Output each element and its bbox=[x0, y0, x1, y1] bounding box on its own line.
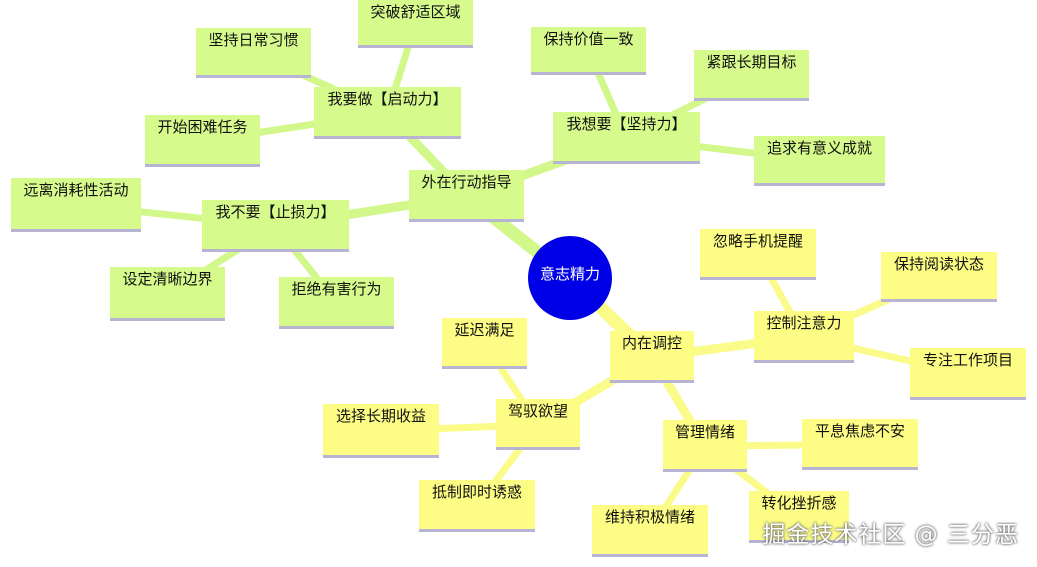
leaf-calm-anxiety[interactable]: 平息焦虑不安 bbox=[802, 419, 918, 470]
leaf-clear-boundaries[interactable]: 设定清晰边界 bbox=[110, 267, 225, 321]
leaf-daily-habits[interactable]: 坚持日常习惯 bbox=[196, 28, 311, 78]
node-want-to-do[interactable]: 我要做【启动力】 bbox=[314, 87, 461, 139]
leaf-transform-frustration[interactable]: 转化挫折感 bbox=[749, 491, 849, 543]
leaf-meaningful-achievement[interactable]: 追求有意义成就 bbox=[754, 136, 885, 186]
node-manage-emotions[interactable]: 管理情绪 bbox=[663, 420, 747, 472]
leaf-difficult-tasks[interactable]: 开始困难任务 bbox=[145, 115, 260, 167]
node-master-desire[interactable]: 驾驭欲望 bbox=[496, 399, 580, 450]
leaf-value-consistency[interactable]: 保持价值一致 bbox=[531, 27, 646, 75]
leaf-long-term-gains[interactable]: 选择长期收益 bbox=[323, 404, 439, 458]
leaf-reading-state[interactable]: 保持阅读状态 bbox=[881, 252, 997, 302]
leaf-focus-work[interactable]: 专注工作项目 bbox=[910, 348, 1026, 400]
leaf-refuse-harmful[interactable]: 拒绝有害行为 bbox=[279, 277, 394, 329]
node-do-not-want[interactable]: 我不要【止损力】 bbox=[202, 200, 349, 252]
root-node[interactable]: 意志精力 bbox=[528, 236, 612, 320]
leaf-avoid-draining[interactable]: 远离消耗性活动 bbox=[11, 178, 141, 232]
leaf-ignore-phone[interactable]: 忽略手机提醒 bbox=[700, 229, 816, 280]
branch-external-action[interactable]: 外在行动指导 bbox=[409, 170, 524, 222]
leaf-delay-gratification[interactable]: 延迟满足 bbox=[442, 318, 527, 369]
leaf-long-term-goals[interactable]: 紧跟长期目标 bbox=[694, 50, 809, 101]
watermark-text: 掘金技术社区 @ 三分恶 bbox=[762, 522, 1019, 548]
node-control-attention[interactable]: 控制注意力 bbox=[754, 311, 854, 363]
node-want-persistence[interactable]: 我想要【坚持力】 bbox=[553, 112, 700, 164]
leaf-positive-emotions[interactable]: 维持积极情绪 bbox=[592, 505, 708, 557]
leaf-resist-temptation[interactable]: 抵制即时诱惑 bbox=[419, 480, 535, 532]
branch-internal-regulation[interactable]: 内在调控 bbox=[610, 331, 694, 383]
leaf-break-comfort-zone[interactable]: 突破舒适区域 bbox=[358, 0, 473, 48]
